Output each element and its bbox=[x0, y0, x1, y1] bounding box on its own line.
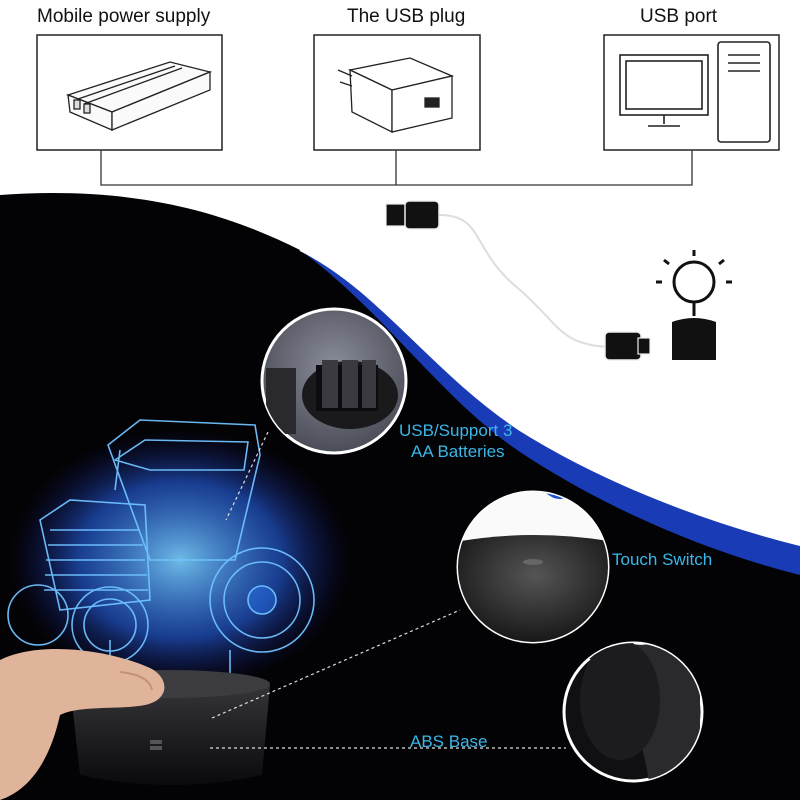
finger bbox=[0, 648, 165, 800]
batteries-caption-line2: AA Batteries bbox=[411, 442, 505, 461]
usb-plug-box bbox=[313, 34, 481, 151]
abs-base-caption: ABS Base bbox=[410, 732, 488, 751]
battery-compartment-detail bbox=[260, 307, 408, 455]
power-bank-box bbox=[36, 34, 223, 151]
tractor-lamp bbox=[7, 419, 350, 690]
usb-plug-label: The USB plug bbox=[347, 6, 466, 27]
lamp-light-icon bbox=[656, 250, 732, 360]
mobile-power-supply-label: Mobile power supply bbox=[37, 6, 211, 27]
usb-port-label: USB port bbox=[640, 6, 718, 27]
usb-connector-icon bbox=[385, 200, 651, 361]
touch-switch-caption: Touch Switch bbox=[612, 550, 713, 569]
usb-port-box bbox=[603, 34, 780, 151]
usb-wall-plug-icon bbox=[337, 57, 455, 134]
pc-tower-icon bbox=[717, 41, 771, 143]
batteries-caption-line1: USB/Support 3 bbox=[399, 421, 513, 440]
abs-base-detail bbox=[562, 641, 704, 783]
power-bank-icon bbox=[66, 61, 213, 131]
computer-monitor-icon bbox=[619, 54, 709, 127]
